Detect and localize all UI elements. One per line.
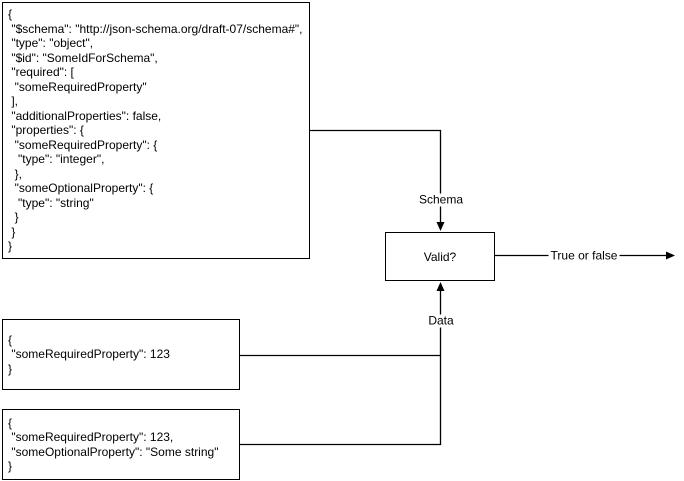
data-json-code-2: { "someRequiredProperty": 123, "someOpti…: [8, 415, 219, 474]
valid-decision-node: Valid?: [385, 232, 495, 281]
data-arrowhead-up-icon: [436, 282, 445, 291]
schema-json-node: { "$schema": "http://json-schema.org/dra…: [2, 2, 310, 259]
data-edge-label: Data: [426, 313, 456, 328]
data-json-node-1: { "someRequiredProperty": 123 }: [2, 319, 240, 390]
schema-json-code: { "$schema": "http://json-schema.org/dra…: [8, 7, 303, 253]
result-edge-label: True or false: [548, 248, 620, 263]
schema-arrowhead-down-icon: [436, 222, 445, 231]
result-arrowhead-right-icon: [666, 251, 675, 260]
valid-decision-label: Valid?: [423, 249, 457, 264]
data-edge-2: [240, 291, 442, 446]
data-json-code-1: { "someRequiredProperty": 123 }: [8, 332, 170, 376]
schema-edge: [310, 129, 442, 222]
data-json-node-2: { "someRequiredProperty": 123, "someOpti…: [2, 409, 240, 480]
schema-edge-label: Schema: [416, 192, 466, 207]
